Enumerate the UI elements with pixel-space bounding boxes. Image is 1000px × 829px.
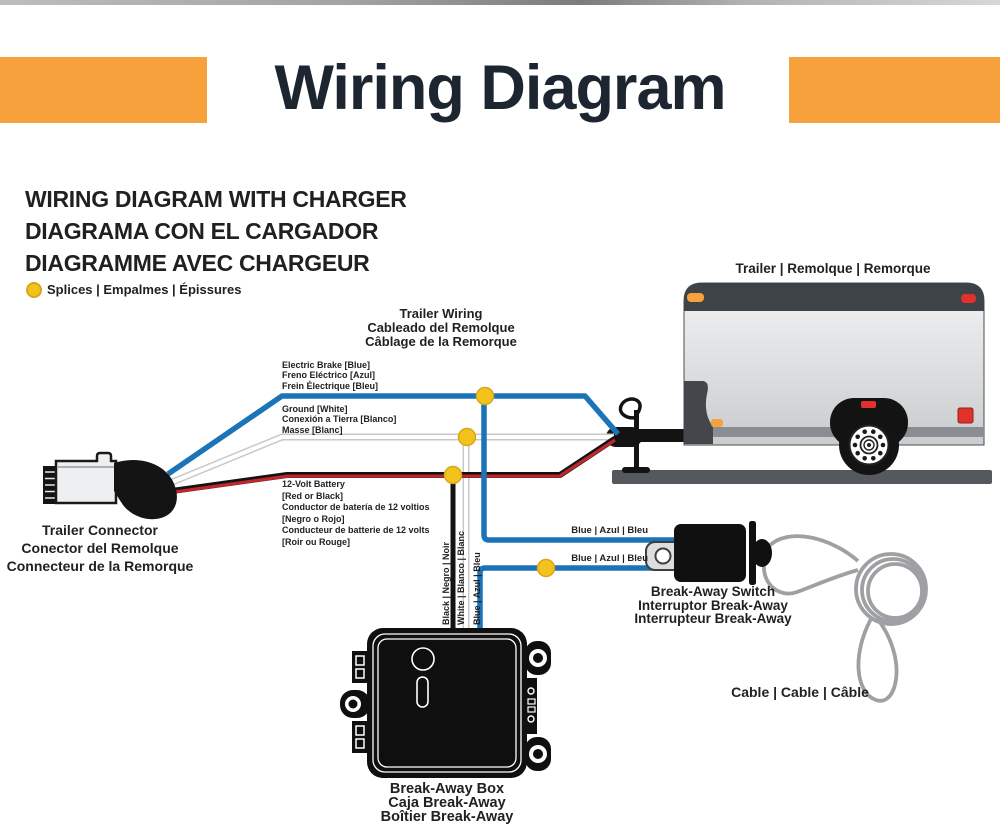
splice-dot-switch: [536, 558, 556, 578]
breakaway-box-illustration: [340, 628, 551, 778]
blue-wire-upper-label: Blue | Azul | Bleu: [571, 525, 648, 536]
page-title: Wiring Diagram: [274, 53, 727, 123]
vertical-blue-wire-label: Blue | Azul | Bleu: [472, 552, 482, 625]
trailer-connector-illustration: [43, 451, 177, 520]
breakaway-switch-illustration: [645, 521, 772, 585]
cable-label: Cable | Cable | Câble: [731, 684, 869, 700]
cable-illustration: [762, 534, 928, 703]
wire-blue-branch-upper: [481, 396, 688, 543]
splice-dot-blue: [475, 386, 495, 406]
trailer-wiring-label: Trailer Wiring Cableado del Remolque Câb…: [365, 306, 517, 349]
breakaway-box-label: Break-Away Box Caja Break-Away Boîtier B…: [380, 781, 514, 825]
switch-tab-hole: [654, 547, 672, 565]
marker-light-red-fender: [861, 401, 876, 408]
switch-pull-pin: [752, 539, 772, 567]
battery-label: 12-Volt Battery [Red or Black] Conductor…: [282, 479, 430, 547]
connector-boot: [114, 459, 177, 520]
tongue-jack: [634, 410, 639, 470]
switch-body: [674, 524, 746, 582]
title-orange-bar-right: [789, 57, 1000, 123]
trailer-front-corner: [684, 381, 713, 444]
breakaway-box-body: [367, 628, 527, 778]
heading-spanish: DIAGRAMA CON EL CARGADOR: [25, 218, 379, 244]
ground-label: Ground [White] Conexión a Tierra [Blanco…: [282, 404, 397, 435]
title-orange-bar-left: [0, 57, 207, 123]
wire-blue: [166, 393, 621, 477]
tail-light-red: [957, 407, 974, 424]
heading-english: WIRING DIAGRAM WITH CHARGER: [25, 186, 407, 212]
splice-legend-dot-icon: [26, 282, 42, 298]
splice-dots: [443, 386, 556, 578]
wire-red-black: [171, 435, 618, 494]
box-led-window: [411, 647, 435, 671]
splice-dot-black: [443, 465, 463, 485]
trailer-roof-band: [684, 283, 984, 311]
splices-legend-label: Splices | Empalmes | Épissures: [47, 282, 242, 297]
ground-bar: [612, 470, 992, 484]
breakaway-switch-label: Break-Away Switch Interruptor Break-Away…: [634, 584, 792, 626]
marker-light-red-top: [961, 294, 976, 303]
vertical-white-wire-label: White | Blanco | Blanc: [456, 530, 466, 625]
trailer-wheel: [839, 415, 899, 475]
vertical-black-wire-label: Black | Negro | Noir: [441, 541, 451, 625]
electric-brake-label: Electric Brake [Blue] Freno Eléctrico [A…: [282, 360, 379, 391]
splice-dot-white: [457, 427, 477, 447]
trailer-illustration: [606, 282, 992, 484]
marker-light-orange-bottom: [711, 419, 723, 427]
top-divider-strip: [0, 0, 1000, 5]
blue-wire-lower-label: Blue | Azul | Bleu: [571, 553, 648, 564]
trailer-connector-label: Trailer Connector Conector del Remolque …: [6, 522, 194, 574]
trailer-label: Trailer | Remolque | Remorque: [735, 261, 931, 276]
wire-blue-branch-lower: [477, 565, 688, 630]
heading-french: DIAGRAMME AVEC CHARGEUR: [25, 250, 370, 276]
marker-light-orange-top: [687, 293, 704, 302]
